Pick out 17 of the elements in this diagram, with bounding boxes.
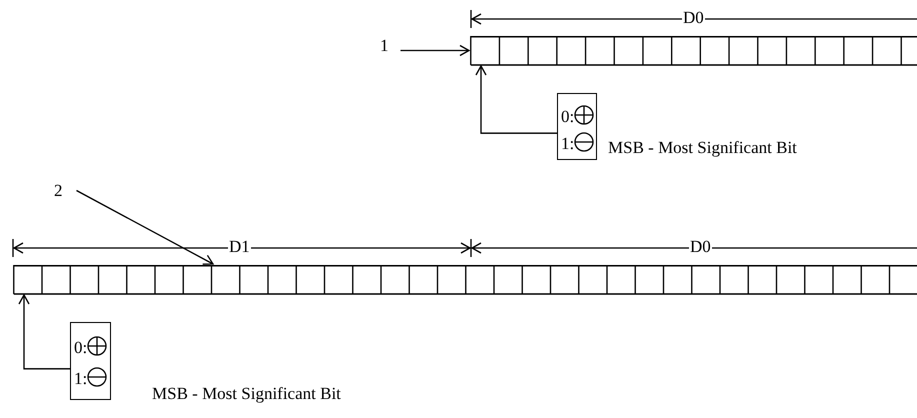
- sign-digit: 0:: [74, 339, 88, 356]
- caption-text: MSB - Most Significant Bit: [152, 385, 341, 402]
- sign-digit: 0:: [561, 108, 574, 125]
- arrow: [18, 294, 70, 370]
- dimension-label: D1: [228, 238, 251, 255]
- sign-legend-box: [557, 93, 597, 160]
- dimension-label: D0: [689, 238, 712, 255]
- sign-digit: 1:: [74, 370, 88, 388]
- dimension-label: D0: [682, 9, 705, 26]
- callout-number: 2: [54, 182, 62, 199]
- sign-digit: 1:: [561, 134, 574, 152]
- arrow: [76, 190, 214, 265]
- callout-number: 1: [380, 37, 388, 54]
- sign-legend-box: [70, 322, 111, 400]
- arrow: [400, 44, 470, 56]
- arrow: [475, 65, 557, 134]
- caption-text: MSB - Most Significant Bit: [608, 139, 797, 156]
